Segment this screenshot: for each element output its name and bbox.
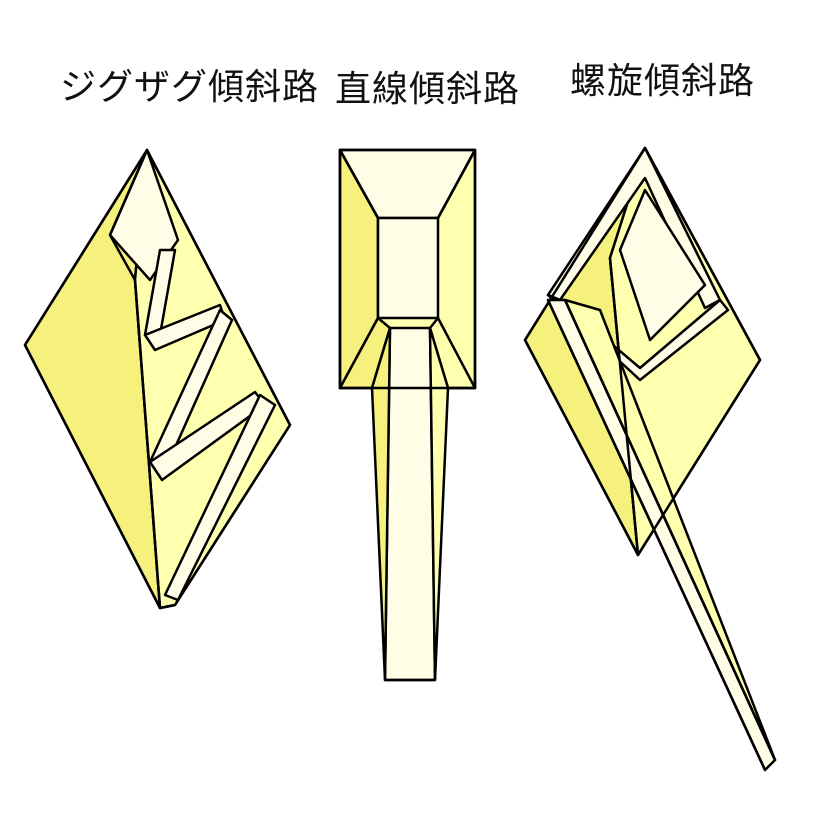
zigzag-ramp-label: ジグザグ傾斜路	[60, 67, 320, 108]
straight-ramp-pyramid	[338, 148, 477, 682]
spiral-ramp-label: 螺旋傾斜路	[570, 61, 756, 102]
zigzag-ramp-pyramid	[23, 148, 292, 610]
spiral-ramp-pyramid	[523, 146, 777, 772]
straight-ramp-label: 直線傾斜路	[335, 69, 521, 110]
